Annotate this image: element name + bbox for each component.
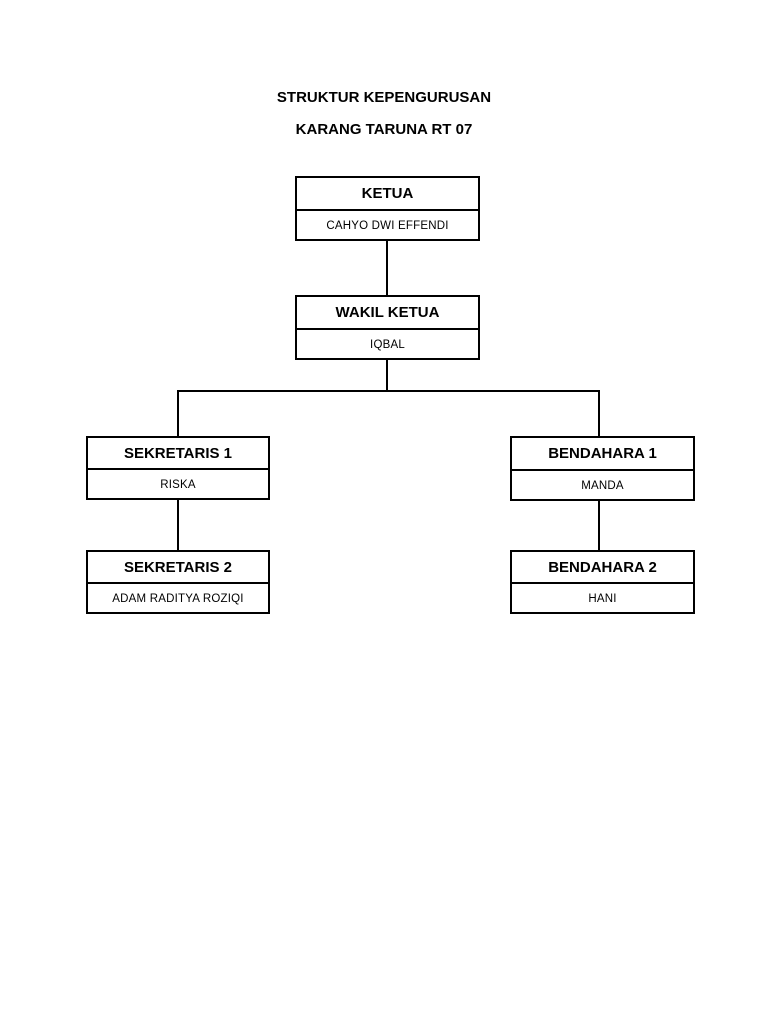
connector-left-drop [177,390,179,437]
page-title: STRUKTUR KEPENGURUSAN [276,89,492,106]
node-role: KETUA [297,178,478,211]
node-ketua: KETUA CAHYO DWI EFFENDI [295,176,480,241]
node-name: RISKA [160,479,196,491]
node-sekretaris-2: SEKRETARIS 2 ADAM RADITYA ROZIQI [86,550,270,614]
connector-sekretaris [177,499,179,551]
node-role: SEKRETARIS 1 [88,438,268,470]
node-name: ADAM RADITYA ROZIQI [112,593,244,605]
node-bendahara-1: BENDAHARA 1 MANDA [510,436,695,501]
node-name: IQBAL [370,339,405,351]
node-sekretaris-1: SEKRETARIS 1 RISKA [86,436,270,500]
page-subtitle: KARANG TARUNA RT 07 [295,121,473,138]
node-name: HANI [588,593,617,605]
node-name: MANDA [581,480,624,492]
node-name: CAHYO DWI EFFENDI [326,220,449,232]
connector-bendahara [598,499,600,551]
connector-ketua-wakil [386,239,388,296]
connector-horizontal [177,390,600,392]
node-role: SEKRETARIS 2 [88,552,268,584]
connector-right-drop [598,390,600,437]
node-wakil-ketua: WAKIL KETUA IQBAL [295,295,480,360]
connector-wakil-down [386,359,388,391]
node-role: BENDAHARA 1 [512,438,693,471]
node-bendahara-2: BENDAHARA 2 HANI [510,550,695,614]
node-role: WAKIL KETUA [297,297,478,330]
node-role: BENDAHARA 2 [512,552,693,584]
